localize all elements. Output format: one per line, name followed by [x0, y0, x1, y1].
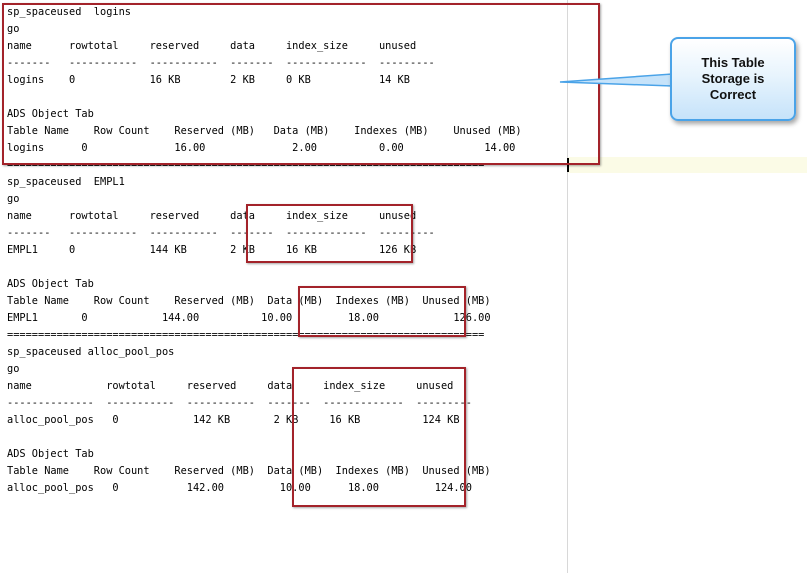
code-line: logins 0 16 KB 2 KB 0 KB 14 KB [7, 74, 410, 86]
highlight-box-empl1-ads-data-indexes [298, 286, 466, 337]
code-line: Table Name Row Count Reserved (MB) Data … [7, 295, 491, 307]
highlight-box-empl1-data-index [246, 204, 413, 263]
code-line: ------- ----------- ----------- ------- … [7, 57, 435, 69]
code-line: ========================================… [7, 329, 485, 341]
text-caret [567, 158, 569, 172]
code-line: Table Name Row Count Reserved (MB) Data … [7, 465, 491, 477]
code-line: go [7, 193, 20, 205]
code-line: name rowtotal reserved data index_size u… [7, 40, 417, 52]
highlight-box-alloc-pool-pos [292, 367, 466, 507]
callout-text: This Table Storage is Correct [701, 55, 765, 102]
current-line-highlight [568, 157, 807, 173]
code-line: -------------- ----------- ----------- -… [7, 397, 472, 409]
code-line: ========================================… [7, 159, 485, 171]
code-line: ADS Object Tab [7, 108, 94, 120]
code-line: ADS Object Tab [7, 278, 94, 290]
callout-note: This Table Storage is Correct [670, 37, 796, 121]
editor-text[interactable]: sp_spaceused logins go name rowtotal reser… [7, 4, 522, 497]
right-margin-line [567, 0, 568, 573]
code-line: name rowtotal reserved data index_size u… [7, 210, 417, 222]
code-line: name rowtotal reserved data index_size u… [7, 380, 454, 392]
highlight-box-logins [2, 3, 600, 165]
callout-pointer [559, 73, 673, 87]
code-line: sp_spaceused EMPL1 [7, 176, 125, 188]
code-line: sp_spaceused logins [7, 6, 131, 18]
code-line: alloc_pool_pos 0 142.00 10.00 18.00 124.… [7, 482, 472, 494]
code-line: Table Name Row Count Reserved (MB) Data … [7, 125, 522, 137]
code-line: go [7, 363, 20, 375]
code-line: ADS Object Tab [7, 448, 94, 460]
code-line: alloc_pool_pos 0 142 KB 2 KB 16 KB 124 K… [7, 414, 460, 426]
code-line: ------- ----------- ----------- ------- … [7, 227, 435, 239]
code-line: sp_spaceused alloc_pool_pos [7, 346, 175, 358]
code-line: EMPL1 0 144.00 10.00 18.00 126.00 [7, 312, 491, 324]
code-line: EMPL1 0 144 KB 2 KB 16 KB 126 KB [7, 244, 417, 256]
code-line: go [7, 23, 20, 35]
code-line: logins 0 16.00 2.00 0.00 14.00 [7, 142, 516, 154]
